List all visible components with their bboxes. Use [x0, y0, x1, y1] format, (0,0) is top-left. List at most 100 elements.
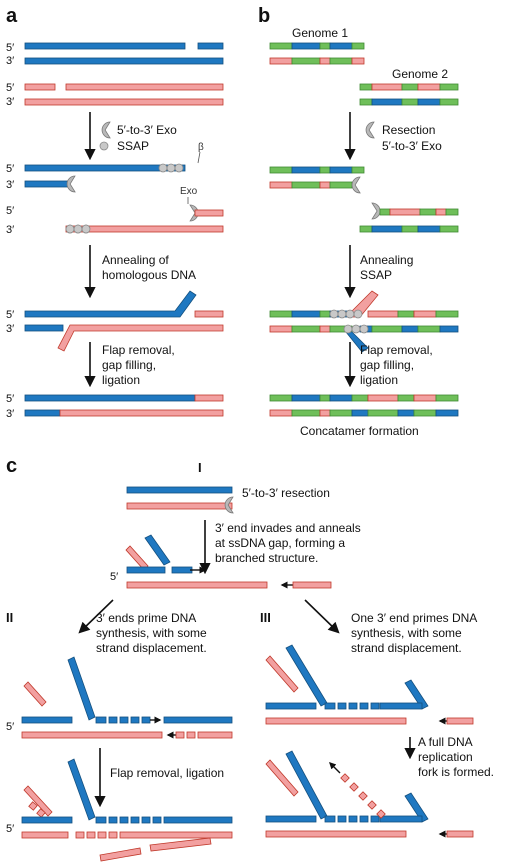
step-iii-label: III [260, 610, 271, 625]
three-prime-label: 3′ [6, 408, 14, 420]
concatamer-label: Concatamer formation [300, 424, 419, 438]
panel-b-label: b [258, 5, 270, 27]
iii-step-label: replication [418, 750, 473, 764]
ii-label: strand displacement. [96, 641, 207, 655]
five-prime-label: 5′ [6, 309, 14, 321]
five-prime-label: 5′ [6, 163, 14, 175]
blue-strand-top-short [197, 42, 224, 50]
genome-1-label: Genome 1 [292, 26, 348, 40]
branch-arrow-ii [78, 599, 114, 634]
pink-strand [126, 581, 268, 589]
genome-2-resected [359, 202, 459, 233]
three-prime-label: 3′ [6, 179, 14, 191]
ssap-bead [81, 224, 91, 234]
annealing-label: homologous DNA [102, 268, 196, 282]
annealing-label: Annealing [360, 253, 413, 267]
iii-label: strand displacement. [351, 641, 462, 655]
pink-strand-resected [194, 209, 224, 217]
pink-strand-final [194, 394, 224, 402]
three-prime-label: 3′ [6, 224, 14, 236]
annealing-label: Annealing of [102, 253, 169, 267]
iii-step-label: A full DNA [418, 735, 473, 749]
pink-annealed-flap [57, 324, 224, 352]
step-ii-label: II [6, 610, 13, 625]
blue-strand-bottom [24, 57, 224, 65]
three-prime-label: 3′ [6, 323, 14, 335]
blue-strand-short [24, 324, 64, 332]
panel-a: a 5′ 3′ 5′ 3′ 5′-to-3′ Exo SSAP 5′ 3′ β … [6, 5, 224, 420]
gap-filling-label: gap filling, [102, 358, 156, 372]
exo-step-label: 5′-to-3′ Exo [117, 123, 177, 137]
exonuclease-icon [351, 176, 361, 194]
blue-strand [126, 566, 166, 574]
pink-strand-top-short [24, 83, 56, 91]
ssap-bead-icon [99, 141, 109, 151]
resection-label: Resection [382, 123, 435, 137]
pink-strand-top [65, 83, 224, 91]
genome-2 [359, 83, 459, 106]
structure-ii-synthesis: 5′ [6, 656, 233, 739]
flap-removal-label: Flap removal, [102, 343, 175, 357]
pink-strand-bottom [24, 98, 224, 106]
structure-ii-result: 5′ [6, 758, 233, 862]
beta-pointer [197, 151, 201, 164]
exonuclease-icon [365, 121, 375, 139]
ligation-label: ligation [360, 373, 398, 387]
blue-invading-end [171, 566, 193, 574]
five-prime-label: 5′ [110, 571, 118, 583]
five-prime-label: 5′ [6, 42, 14, 54]
iii-label: synthesis, with some [351, 626, 462, 640]
ii-label: synthesis, with some [96, 626, 207, 640]
ii-label: 3′ ends prime DNA [96, 611, 196, 625]
concatamer-annealing [269, 290, 459, 353]
blue-annealed-flap [24, 290, 197, 318]
ligation-label: ligation [102, 373, 140, 387]
three-prime-label: 3′ [6, 55, 14, 67]
step-i-label: I [198, 460, 202, 475]
five-prime-label: 5′ [6, 82, 14, 94]
invade-label: at ssDNA gap, forming a [215, 536, 345, 550]
structure-iii-fork [265, 750, 474, 838]
blue-strand-final-short [24, 409, 61, 417]
branch-arrow-iii [304, 599, 340, 634]
pink-strand-final-long [59, 409, 224, 417]
panel-a-label: a [6, 5, 18, 27]
ii-step-label: Flap removal, ligation [110, 766, 224, 780]
genome-1 [269, 42, 365, 65]
genome-1-resected [269, 166, 365, 194]
panel-b: b Genome 1 Genome 2 [258, 5, 459, 438]
ssap-bead [73, 224, 83, 234]
ssap-bead [65, 224, 75, 234]
beta-label: β [198, 142, 204, 153]
structure-iii-synthesis [265, 644, 474, 725]
pink-strand [126, 502, 233, 510]
blue-ssdna-overhang [24, 164, 186, 172]
iii-step-label: fork is formed. [418, 765, 494, 779]
panel-c: c I 5′-to-3′ resection 3′ end invades an… [6, 455, 494, 862]
blue-strand-top [24, 42, 186, 50]
five-prime-label: 5′ [6, 393, 14, 405]
ssap-label: SSAP [360, 268, 392, 282]
iii-label: One 3′ end primes DNA [351, 611, 477, 625]
ssap-bead [174, 163, 184, 173]
concatamer-final [269, 394, 459, 417]
blue-invading-strand [144, 534, 171, 566]
gap-filling-label: gap filling, [360, 358, 414, 372]
svg-text:5′: 5′ [6, 823, 14, 835]
invade-label: branched structure. [215, 551, 318, 565]
exonuclease-icon [371, 202, 381, 220]
ssap-bead [166, 163, 176, 173]
flap-removal-label: Flap removal, [360, 343, 433, 357]
exonuclease-icon [224, 496, 234, 514]
blue-strand [126, 486, 233, 494]
pink-strand-short [194, 310, 224, 318]
pink-flap [125, 545, 149, 571]
pink-strand-short [292, 581, 332, 589]
exo-label: Exo [180, 186, 198, 197]
svg-text:5′: 5′ [6, 721, 14, 733]
blue-strand-resected [24, 180, 71, 188]
panel-c-label: c [6, 455, 17, 477]
five-prime-label: 5′ [6, 205, 14, 217]
ssap-bead [158, 163, 168, 173]
